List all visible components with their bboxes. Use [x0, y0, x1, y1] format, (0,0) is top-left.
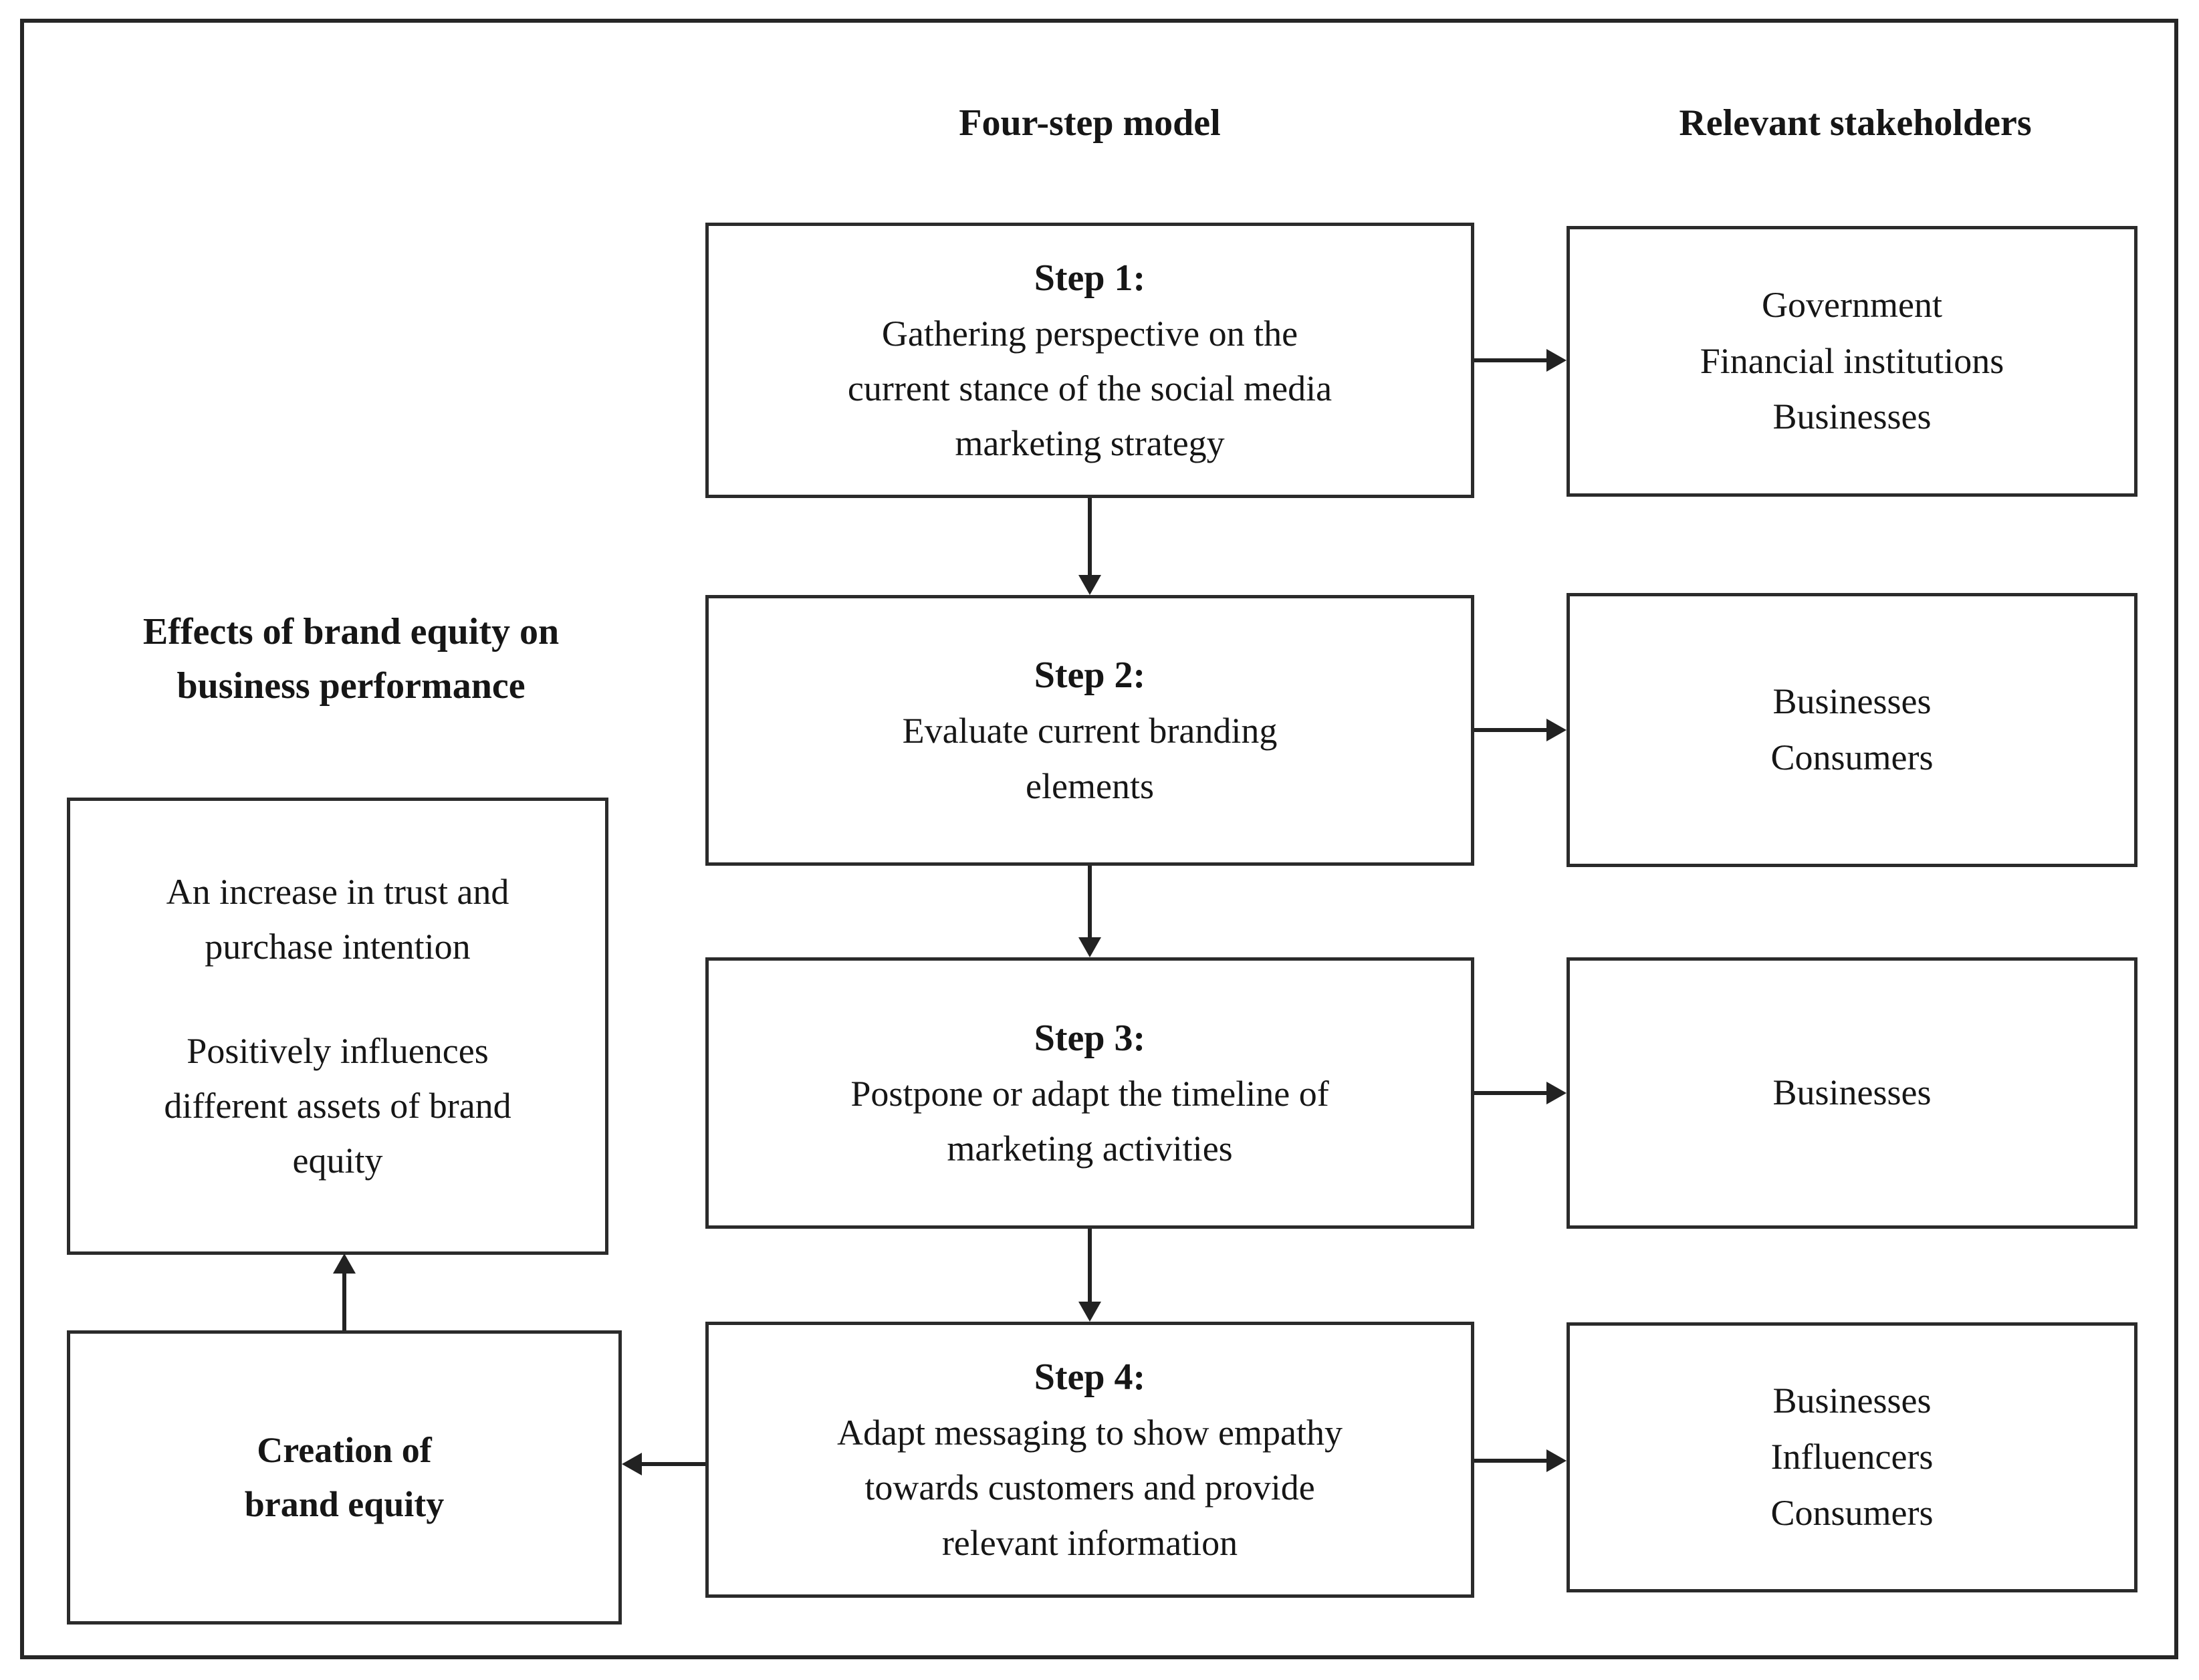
arrow-step3-to-step4-line	[1088, 1229, 1092, 1304]
arrow-right-icon	[1546, 719, 1567, 741]
stakeholders-box-step-1: Government Financial institutions Busine…	[1567, 226, 2137, 497]
arrow-left-icon	[622, 1453, 642, 1475]
diagram-outer-border	[20, 19, 2178, 1659]
column-header-four-step-model: Four-step model	[959, 102, 1221, 144]
arrow-down-icon	[1078, 937, 1101, 957]
stakeholder-line: Financial institutions	[1700, 340, 2004, 381]
step-1-title: Step 1:	[1034, 257, 1146, 299]
step-3-title: Step 3:	[1034, 1017, 1146, 1059]
stakeholder-line: Businesses	[1772, 1381, 1932, 1421]
step-4-body: Adapt messaging to show empathy towards …	[837, 1413, 1343, 1563]
arrow-step4-to-creation-line	[641, 1462, 705, 1466]
arrow-creation-to-effects-line	[342, 1272, 346, 1330]
stakeholder-line: Influencers	[1770, 1437, 1934, 1477]
arrow-step2-to-stakeholders-line	[1474, 728, 1548, 732]
arrow-step1-to-step2-line	[1088, 498, 1092, 577]
arrow-step1-to-stakeholders-line	[1474, 358, 1548, 362]
step-3-body: Postpone or adapt the timeline of market…	[850, 1073, 1329, 1169]
step-2-box: Step 2: Evaluate current branding elemen…	[705, 595, 1474, 866]
stakeholder-line: Businesses	[1772, 681, 1932, 722]
brand-equity-effects-box: An increase in trust and purchase intent…	[67, 798, 608, 1255]
left-column-title: Effects of brand equity on business perf…	[57, 605, 645, 713]
arrow-step4-to-stakeholders-line	[1474, 1459, 1548, 1463]
stakeholder-line: Businesses	[1772, 1072, 1932, 1113]
arrow-right-icon	[1546, 1082, 1567, 1104]
arrow-step3-to-stakeholders-line	[1474, 1091, 1548, 1095]
arrow-up-icon	[333, 1253, 356, 1274]
stakeholders-box-step-3: Businesses	[1567, 957, 2137, 1229]
stakeholder-line: Consumers	[1770, 1492, 1934, 1533]
left-column-title-text: Effects of brand equity on business perf…	[142, 611, 560, 707]
effects-paragraph-influence: Positively influences different assets o…	[164, 1030, 511, 1181]
effects-paragraph-trust: An increase in trust and purchase intent…	[166, 871, 509, 967]
stakeholder-line: Businesses	[1772, 396, 1932, 437]
step-3-box: Step 3: Postpone or adapt the timeline o…	[705, 957, 1474, 1229]
creation-of-brand-equity-label: Creation of brand equity	[244, 1430, 445, 1524]
step-4-box: Step 4: Adapt messaging to show empathy …	[705, 1322, 1474, 1598]
arrow-right-icon	[1546, 349, 1567, 372]
arrow-right-icon	[1546, 1449, 1567, 1472]
column-header-relevant-stakeholders: Relevant stakeholders	[1679, 102, 2032, 144]
stakeholder-line: Consumers	[1770, 737, 1934, 777]
stakeholders-box-step-4: Businesses Influencers Consumers	[1567, 1322, 2137, 1592]
step-1-box: Step 1: Gathering perspective on the cur…	[705, 223, 1474, 498]
creation-of-brand-equity-box: Creation of brand equity	[67, 1330, 622, 1625]
step-1-body: Gathering perspective on the current sta…	[847, 313, 1333, 464]
arrow-down-icon	[1078, 575, 1101, 595]
step-2-title: Step 2:	[1034, 654, 1146, 697]
stakeholder-line: Government	[1762, 284, 1942, 325]
arrow-step2-to-step3-line	[1088, 866, 1092, 939]
step-4-title: Step 4:	[1034, 1356, 1146, 1399]
step-2-body: Evaluate current branding elements	[902, 711, 1278, 806]
arrow-down-icon	[1078, 1302, 1101, 1322]
stakeholders-box-step-2: Businesses Consumers	[1567, 593, 2137, 867]
